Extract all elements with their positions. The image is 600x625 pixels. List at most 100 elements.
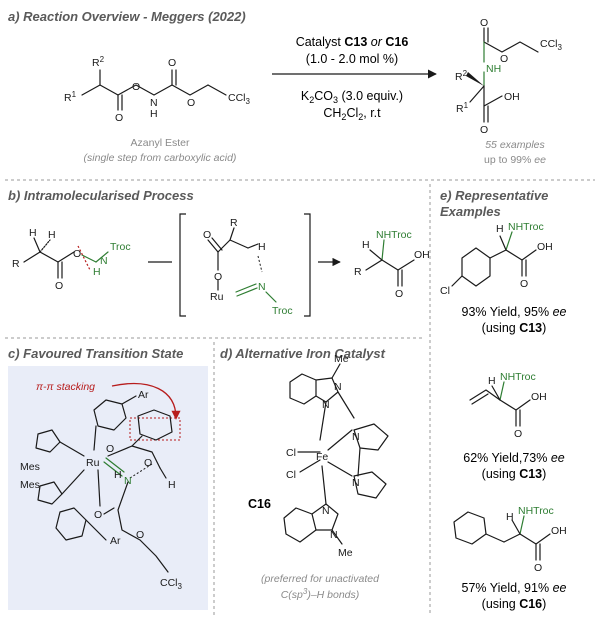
atom-mes: Mes xyxy=(20,461,40,473)
atom-n: N xyxy=(352,431,360,443)
atom-h: H xyxy=(258,241,266,253)
max-yield: up to 99% ee xyxy=(484,154,546,166)
atom-n: N xyxy=(334,381,342,393)
atom-h: H xyxy=(29,227,37,239)
reactant-note: (single step from carboxylic acid) xyxy=(84,152,237,164)
atom-ru: Ru xyxy=(210,291,224,303)
catalyst-loading: (1.0 - 2.0 mol %) xyxy=(306,52,398,66)
atom-troc: Troc xyxy=(272,305,293,317)
atom-o: O xyxy=(480,17,488,29)
atom-n: N xyxy=(124,475,132,487)
atom-fe: Fe xyxy=(316,451,328,463)
atom-nhtroc: NHTroc xyxy=(376,229,412,241)
catalyst-conditions: Catalyst C13 or C16 xyxy=(296,35,409,49)
azanyl-ester-structure: R2 R1 O O N H O O CCl3 xyxy=(64,55,251,124)
transition-state-structure: π-π stacking Ar Ar Mes Mes Ru O xyxy=(20,381,183,591)
example-2-structure: H NHTroc OH O xyxy=(469,371,547,440)
atom-n: N xyxy=(352,477,360,489)
atom-r1: R1 xyxy=(64,90,77,104)
atom-h: H xyxy=(48,229,56,241)
atom-nhtroc: NHTroc xyxy=(518,505,554,517)
section-e-title-1: e) Representative xyxy=(440,188,548,203)
atom-o: O xyxy=(73,248,81,260)
example-2-catalyst: (using C13) xyxy=(482,467,547,481)
atom-n: N xyxy=(330,529,338,541)
atom-r: R xyxy=(12,258,20,270)
b-bracket-left xyxy=(179,213,186,317)
atom-mes: Mes xyxy=(20,479,40,491)
section-b-title: b) Intramolecularised Process xyxy=(8,188,194,203)
atom-h: H xyxy=(362,239,370,251)
atom-o: O xyxy=(168,57,176,69)
atom-h: H xyxy=(496,223,504,235)
atom-nhtroc: NHTroc xyxy=(500,371,536,383)
atom-n: N xyxy=(100,255,108,267)
section-d-title: d) Alternative Iron Catalyst xyxy=(220,346,386,361)
example-3-yield: 57% Yield, 91% ee xyxy=(462,581,567,595)
atom-ru: Ru xyxy=(86,457,100,469)
atom-r: R xyxy=(354,266,362,278)
atom-o: O xyxy=(214,271,222,283)
example-3-catalyst: (using C16) xyxy=(482,597,547,611)
atom-r1: R1 xyxy=(456,101,469,115)
atom-ccl3: CCl3 xyxy=(228,92,251,106)
pi-stacking-label: π-π stacking xyxy=(36,381,95,393)
atom-cl: Cl xyxy=(286,469,296,481)
atom-n: N xyxy=(322,399,330,411)
reactant-name: Azanyl Ester xyxy=(131,137,190,149)
atom-n: N xyxy=(150,97,158,109)
section-dividers xyxy=(5,179,595,615)
atom-o: O xyxy=(94,509,102,521)
iron-catalyst-note-1: (preferred for unactivated xyxy=(261,573,380,585)
examples-count: 55 examples xyxy=(485,139,545,151)
section-c-title: c) Favoured Transition State xyxy=(8,346,183,361)
atom-o: O xyxy=(514,428,522,440)
amino-acid-product-structure: O O CCl3 NH R2 R1 OH O xyxy=(455,17,563,136)
atom-o: O xyxy=(520,278,528,290)
atom-h: H xyxy=(93,266,101,278)
atom-r2: R2 xyxy=(92,55,105,69)
atom-h: H xyxy=(168,479,176,491)
section-a-title: a) Reaction Overview - Meggers (2022) xyxy=(8,9,246,24)
iron-catalyst-structure: Me N N Cl Cl Fe N N N N Me xyxy=(283,353,389,559)
atom-o: O xyxy=(106,443,114,455)
atom-nh: NH xyxy=(486,63,501,75)
atom-o: O xyxy=(203,229,211,241)
atom-o: O xyxy=(132,81,140,93)
b-substrate-structure: R H H O O H N Troc xyxy=(12,227,131,292)
atom-n: N xyxy=(322,505,330,517)
example-1-catalyst: (using C13) xyxy=(482,321,547,335)
atom-ccl3: CCl3 xyxy=(160,577,183,591)
atom-nhtroc: NHTroc xyxy=(508,221,544,233)
atom-o: O xyxy=(534,562,542,574)
atom-ar: Ar xyxy=(110,535,121,547)
atom-h: H xyxy=(488,375,496,387)
atom-ar: Ar xyxy=(138,389,149,401)
atom-cl: Cl xyxy=(286,447,296,459)
atom-n: N xyxy=(258,281,266,293)
atom-o: O xyxy=(395,288,403,300)
iron-catalyst-name: C16 xyxy=(248,497,271,511)
atom-o: O xyxy=(55,280,63,292)
atom-o: O xyxy=(136,529,144,541)
b-product-structure: R H NHTroc OH O xyxy=(354,229,430,300)
solvent-conditions: CH2Cl2, r.t xyxy=(323,106,381,122)
atom-ccl3: CCl3 xyxy=(540,38,563,52)
iron-catalyst-note-2: C(sp3)–H bonds) xyxy=(281,587,360,601)
atom-r: R xyxy=(230,217,238,229)
example-2-yield: 62% Yield,73% ee xyxy=(463,451,565,465)
b-bracket-right xyxy=(304,213,311,317)
atom-me: Me xyxy=(338,547,353,559)
atom-o: O xyxy=(480,124,488,136)
atom-h: H xyxy=(506,511,514,523)
atom-troc: Troc xyxy=(110,241,131,253)
atom-o: O xyxy=(187,97,195,109)
atom-o: O xyxy=(500,53,508,65)
example-3-structure: H NHTroc OH O xyxy=(453,505,567,574)
atom-o: O xyxy=(115,112,123,124)
atom-me: Me xyxy=(334,353,349,365)
atom-o: O xyxy=(144,457,152,469)
base-conditions: K2CO3 (3.0 equiv.) xyxy=(301,89,403,105)
atom-oh: OH xyxy=(537,241,553,253)
